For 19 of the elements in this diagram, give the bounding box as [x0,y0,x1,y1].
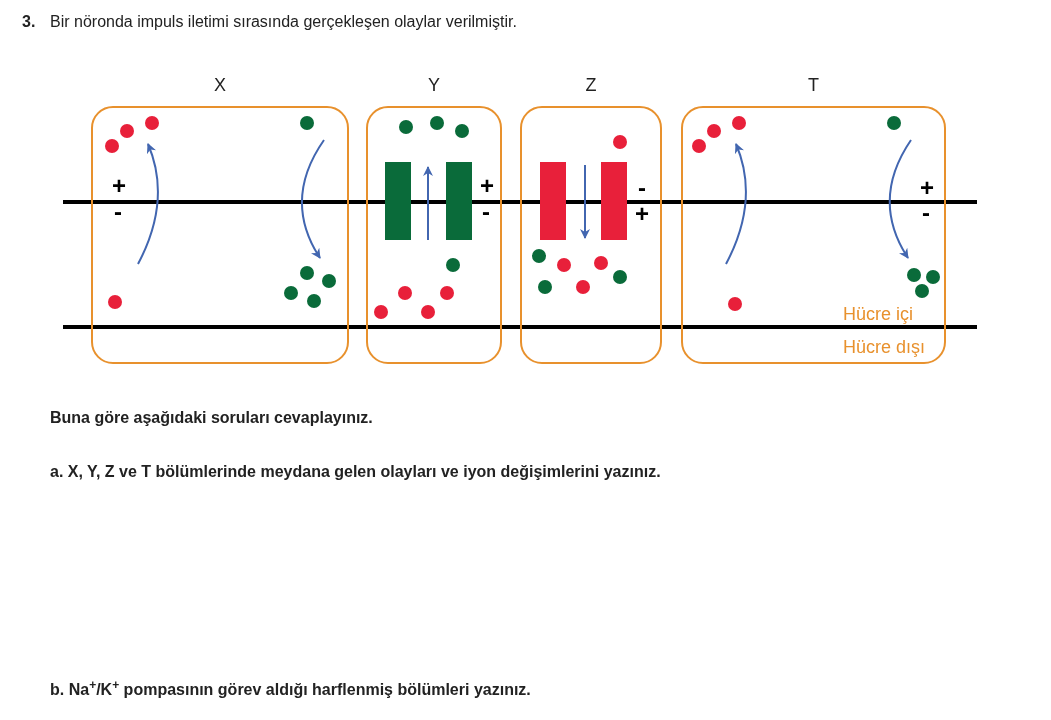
region-label: Hücre içi [843,303,913,326]
question-text: b. Na$^{+}$/K$^{+}$ pompasının görev aldığı harflenmiş bölümleri yazınız. [50,678,531,700]
panel-label: Y [427,76,441,94]
charge-sign: + [635,202,649,226]
question-text: a. X, Y, Z ve T bölümlerinde meydana gelen olayları ve iyon değişimlerini yazınız. [50,462,661,482]
charge-sign: + [920,176,934,200]
panel-label: X [213,76,227,94]
charge-sign: - [922,201,930,225]
charge-sign: + [112,174,126,198]
charge-sign: - [638,176,646,200]
charge-sign: + [480,174,494,198]
question-text: Bir nöronda impuls iletimi sırasında gerçekleşen olaylar verilmiştir. [50,12,517,32]
panel-label: T [807,76,820,94]
charge-sign: - [482,200,490,224]
question-text: Buna göre aşağıdaki soruları cevaplayınız. [50,408,373,428]
panel-label: Z [584,76,598,94]
question-text: 3. [22,12,36,32]
charge-sign: - [114,200,122,224]
region-label: Hücre dışı [843,336,926,359]
